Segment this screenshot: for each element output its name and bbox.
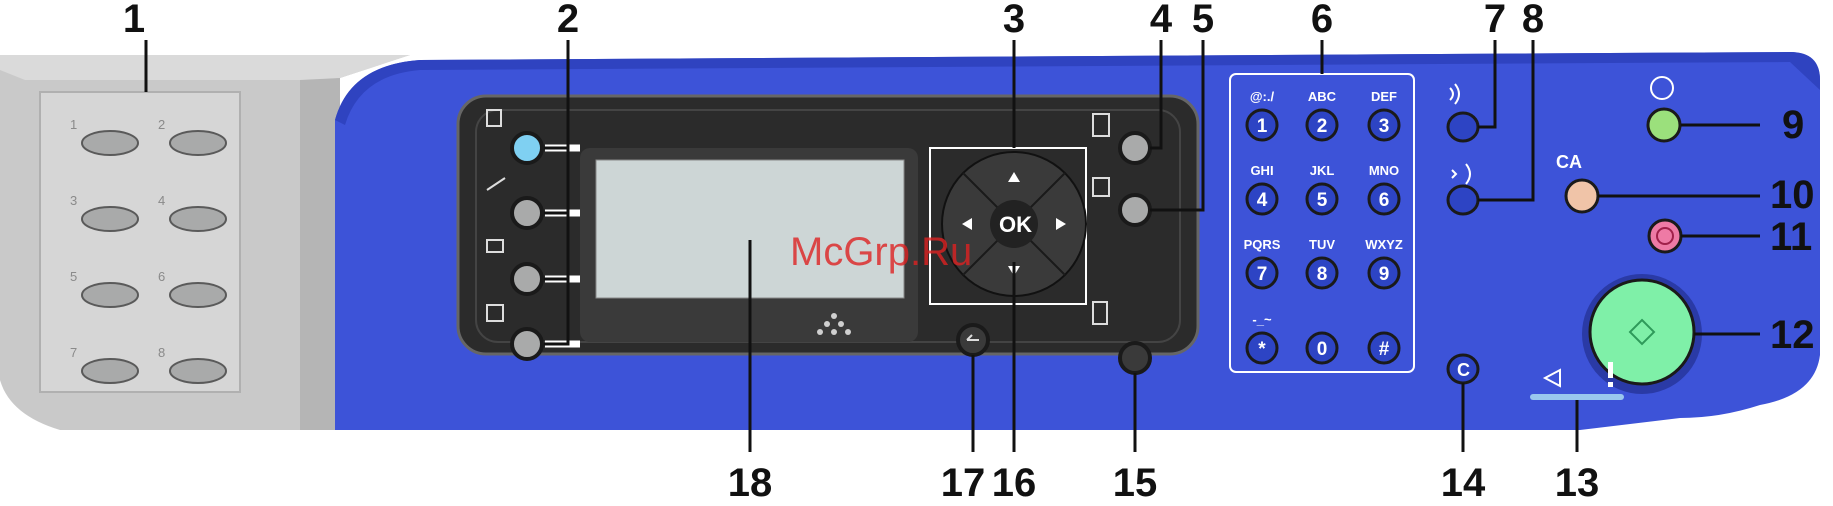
callout-5: 5 <box>1192 0 1214 41</box>
callout-17: 17 <box>941 461 986 505</box>
callout-2: 2 <box>557 0 579 41</box>
speed-dial-button[interactable] <box>82 131 138 155</box>
callout-6: 6 <box>1311 0 1333 41</box>
callout-12: 12 <box>1770 313 1815 357</box>
watermark: McGrp.Ru <box>790 230 972 274</box>
callout-3: 3 <box>1003 0 1025 41</box>
callout-11: 11 <box>1770 215 1812 259</box>
speed-dial-button[interactable] <box>170 207 226 231</box>
speed-dial-number: 1 <box>70 117 77 132</box>
scan-button[interactable] <box>512 198 542 228</box>
keypad-digit: 0 <box>1317 339 1328 360</box>
machine-status-button[interactable] <box>1120 195 1150 225</box>
callout-14: 14 <box>1441 461 1486 505</box>
start-button[interactable] <box>1590 280 1694 384</box>
keypad-digit: 8 <box>1317 264 1328 285</box>
keypad-letters: MNO <box>1369 163 1399 178</box>
keypad-letters: @:./ <box>1250 89 1275 104</box>
callout-16: 16 <box>992 461 1037 505</box>
keypad-letters: TUV <box>1309 237 1335 252</box>
speed-dial-button[interactable] <box>82 207 138 231</box>
keypad-key[interactable]: 5 JKL <box>1307 163 1337 214</box>
speed-dial-button[interactable] <box>82 359 138 383</box>
keypad-letters: JKL <box>1310 163 1335 178</box>
keypad-key[interactable]: 8 TUV <box>1307 237 1337 288</box>
speed-dial-number: 8 <box>158 345 165 360</box>
keypad-key[interactable]: 6 MNO <box>1369 163 1399 214</box>
speed-dial-number: 4 <box>158 193 165 208</box>
speed-dial-button[interactable] <box>170 359 226 383</box>
keypad-key[interactable]: # <box>1369 333 1399 363</box>
energy-saver-button[interactable] <box>1648 109 1680 141</box>
keypad-letters: -_~ <box>1252 312 1272 327</box>
keypad-digit: * <box>1258 339 1266 360</box>
clear-all-button[interactable] <box>1566 180 1598 212</box>
speed-dial-button[interactable] <box>170 131 226 155</box>
callout-18: 18 <box>728 461 773 505</box>
status-indicator-light <box>1530 394 1624 400</box>
keypad-digit: 3 <box>1379 116 1390 137</box>
keypad-letters: WXYZ <box>1365 237 1403 252</box>
callout-8: 8 <box>1522 0 1544 41</box>
keypad-letters: PQRS <box>1244 237 1281 252</box>
error-icon <box>1608 362 1613 378</box>
keypad-letters: ABC <box>1308 89 1337 104</box>
keypad-key[interactable]: 0 <box>1307 333 1337 363</box>
keypad-key[interactable]: 4 GHI <box>1247 163 1277 214</box>
ok-button[interactable]: OK <box>999 212 1032 237</box>
keypad-key[interactable]: 2 ABC <box>1307 89 1337 140</box>
keypad-digit: 4 <box>1257 190 1268 211</box>
keypad-key[interactable]: 1 @:./ <box>1247 89 1277 140</box>
callout-4: 4 <box>1150 0 1173 41</box>
keypad-digit: 1 <box>1257 116 1268 137</box>
keypad-digit: 5 <box>1317 190 1328 211</box>
redial-pause-button[interactable] <box>1448 113 1478 141</box>
keypad-digit: 7 <box>1257 264 1268 285</box>
callout-10: 10 <box>1770 173 1815 217</box>
callout-13: 13 <box>1555 461 1600 505</box>
speed-dial-number: 7 <box>70 345 77 360</box>
log-out-button[interactable] <box>1120 343 1150 373</box>
speed-dial-button[interactable] <box>170 283 226 307</box>
keypad-digit: 2 <box>1317 116 1328 137</box>
keypad-key[interactable]: 3 DEF <box>1369 89 1399 140</box>
job-status-button[interactable] <box>1120 133 1150 163</box>
manual-dial-button[interactable] <box>1448 186 1478 214</box>
keypad-digit: 9 <box>1379 264 1390 285</box>
keypad-letters: DEF <box>1371 89 1397 104</box>
speed-dial-number: 5 <box>70 269 77 284</box>
callout-15: 15 <box>1113 461 1158 505</box>
callout-9: 9 <box>1782 103 1804 147</box>
speed-dial-number: 6 <box>158 269 165 284</box>
fax-button[interactable] <box>512 329 542 359</box>
callout-1: 1 <box>123 0 145 41</box>
copy-button[interactable] <box>512 133 542 163</box>
keypad-digit: 6 <box>1379 190 1390 211</box>
print-button[interactable] <box>512 264 542 294</box>
speed-dial-button[interactable] <box>82 283 138 307</box>
speed-dial-number: 3 <box>70 193 77 208</box>
keypad-digit: # <box>1379 339 1390 360</box>
stop-button[interactable] <box>1649 220 1681 252</box>
speed-dial-number: 2 <box>158 117 165 132</box>
clear-all-label: CA <box>1556 152 1582 172</box>
keypad-letters: GHI <box>1250 163 1273 178</box>
callout-7: 7 <box>1484 0 1506 41</box>
clear-label: C <box>1457 360 1470 380</box>
